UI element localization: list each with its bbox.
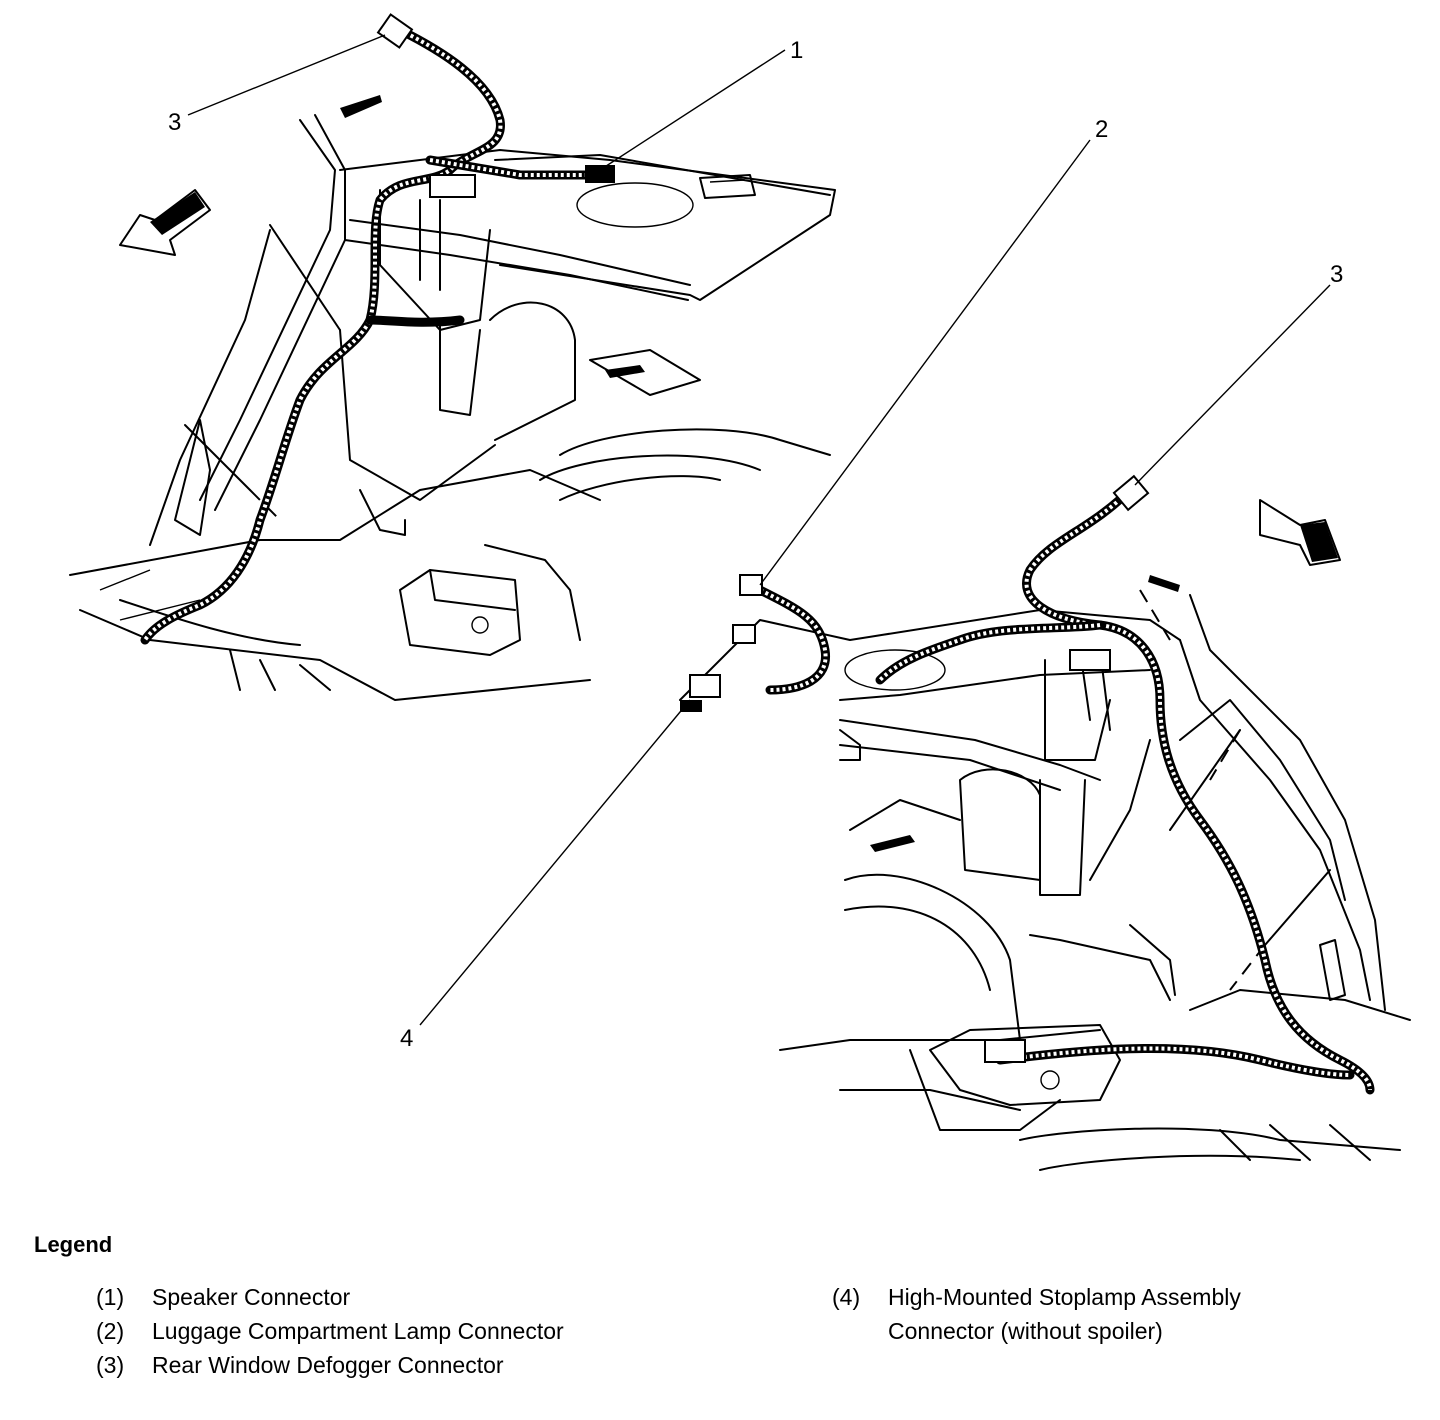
legend-title: Legend <box>34 1232 113 1257</box>
forward-arrow-left <box>119 189 211 256</box>
callout-leaders <box>187 34 1331 1026</box>
wiring-harness-diagram: 1 2 3 3 4 <box>69 13 1411 1171</box>
legend-item-1: (1) Speaker Connector <box>96 1280 350 1314</box>
legend-item-label: High-Mounted Stoplamp Assembly <box>888 1284 1241 1310</box>
callout-4: 4 <box>400 1025 413 1052</box>
right-trunk-view <box>679 474 1411 1171</box>
legend-item-number: (4) <box>832 1284 861 1310</box>
callout-3-left: 3 <box>168 109 181 136</box>
callout-2: 2 <box>1095 116 1108 143</box>
legend-item-label: Speaker Connector <box>152 1284 351 1310</box>
legend-item-2: (2) Luggage Compartment Lamp Connector <box>96 1314 564 1348</box>
legend-item-label: Rear Window Defogger Connector <box>152 1352 504 1378</box>
legend-item-4: (4) High-Mounted Stoplamp Assembly <box>832 1280 1241 1314</box>
legend-item-number: (2) <box>96 1318 125 1344</box>
legend-item-label: Luggage Compartment Lamp Connector <box>152 1318 564 1344</box>
legend-item-label-line2: Connector (without spoiler) <box>888 1318 1163 1344</box>
forward-arrow-right <box>1259 499 1341 566</box>
callout-3-right: 3 <box>1330 261 1343 288</box>
legend-item-number: (1) <box>96 1284 125 1310</box>
callout-1: 1 <box>790 37 803 64</box>
left-trunk-view <box>69 13 836 701</box>
legend-item-number: (3) <box>96 1352 125 1378</box>
legend-item-3: (3) Rear Window Defogger Connector <box>96 1348 504 1382</box>
legend-item-4-continued: Connector (without spoiler) <box>888 1314 1163 1348</box>
